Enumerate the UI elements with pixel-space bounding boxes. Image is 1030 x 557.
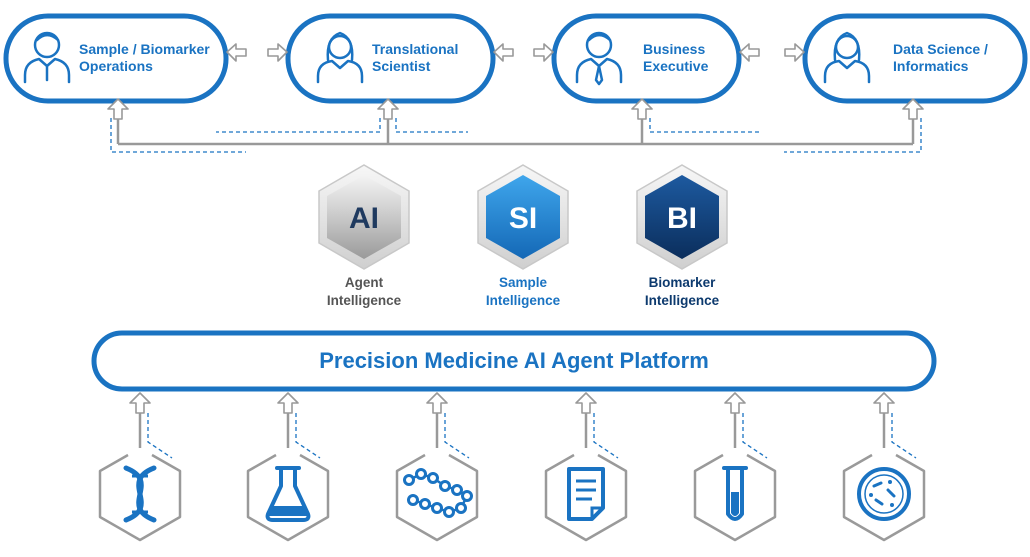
up-arrow-icon: [129, 392, 151, 414]
data-source-2: [246, 392, 330, 542]
platform-title: Precision Medicine AI Agent Platform: [319, 348, 709, 373]
petri-dish-icon: [857, 467, 911, 521]
dna-icon: [123, 465, 157, 523]
role-line: Informatics: [893, 58, 969, 74]
role-line: Data Science /: [893, 41, 988, 57]
up-arrow-icon: [107, 98, 129, 120]
hex-badge-ai: AI: [318, 164, 410, 270]
hex-label-line: Intelligence: [644, 293, 720, 308]
role-line: Executive: [643, 58, 709, 74]
up-arrow-icon: [426, 392, 448, 414]
hex-label-line: Sample: [498, 275, 548, 290]
connector-bus: [116, 118, 915, 146]
up-arrow-icon: [902, 98, 924, 120]
hex-label-ai: Agent Intelligence: [294, 274, 434, 310]
role-line: Translational: [372, 41, 459, 57]
role-line: Business: [643, 41, 706, 57]
hex-label-line: Intelligence: [485, 293, 561, 308]
document-icon: [567, 467, 605, 521]
hex-label-line: Agent: [344, 275, 384, 290]
flask-icon: [265, 466, 311, 522]
hex-label-bi: Biomarker Intelligence: [612, 274, 752, 310]
role-label-2: Translational Scientist: [372, 41, 458, 75]
molecule-chain-icon: [403, 468, 473, 518]
data-source-1: [98, 392, 182, 542]
data-source-6: [842, 392, 926, 542]
role-pill-3: [551, 13, 742, 104]
role-label-1: Sample / Biomarker Operations: [79, 41, 210, 75]
male-user-icon: [575, 31, 623, 86]
platform-pill: [91, 330, 937, 392]
role-line: Operations: [79, 58, 153, 74]
dashed-feedback-lines: [110, 118, 922, 153]
up-arrow-icon: [873, 392, 895, 414]
hex-label-si: Sample Intelligence: [453, 274, 593, 310]
hex-abbr: SI: [509, 202, 537, 235]
female-user-icon: [823, 31, 871, 84]
role-label-3: Business Executive: [643, 41, 708, 75]
data-source-5: [693, 392, 777, 542]
hex-label-line: Biomarker: [648, 275, 716, 290]
hex-abbr: BI: [667, 202, 697, 235]
up-arrow-icon: [631, 98, 653, 120]
up-arrow-icon: [377, 98, 399, 120]
data-source-3: [395, 392, 479, 542]
data-sources: [98, 392, 926, 542]
up-arrow-icon: [575, 392, 597, 414]
role-line: Scientist: [372, 58, 431, 74]
role-label-4: Data Science / Informatics: [893, 41, 988, 75]
double-arrow-icon: [226, 43, 288, 62]
double-arrow-icon: [493, 43, 554, 62]
data-source-4: [544, 392, 628, 542]
hex-badge-bi: BI: [636, 164, 728, 270]
role-line: Sample / Biomarker: [79, 41, 210, 57]
female-user-icon: [316, 31, 364, 84]
hex-label-line: Intelligence: [326, 293, 402, 308]
up-arrow-icon: [724, 392, 746, 414]
male-user-icon: [23, 31, 71, 84]
hex-badge-si: SI: [477, 164, 569, 270]
hex-abbr: AI: [349, 202, 379, 235]
up-arrow-icon: [277, 392, 299, 414]
double-arrow-icon: [739, 43, 805, 62]
test-tube-icon: [722, 466, 748, 521]
